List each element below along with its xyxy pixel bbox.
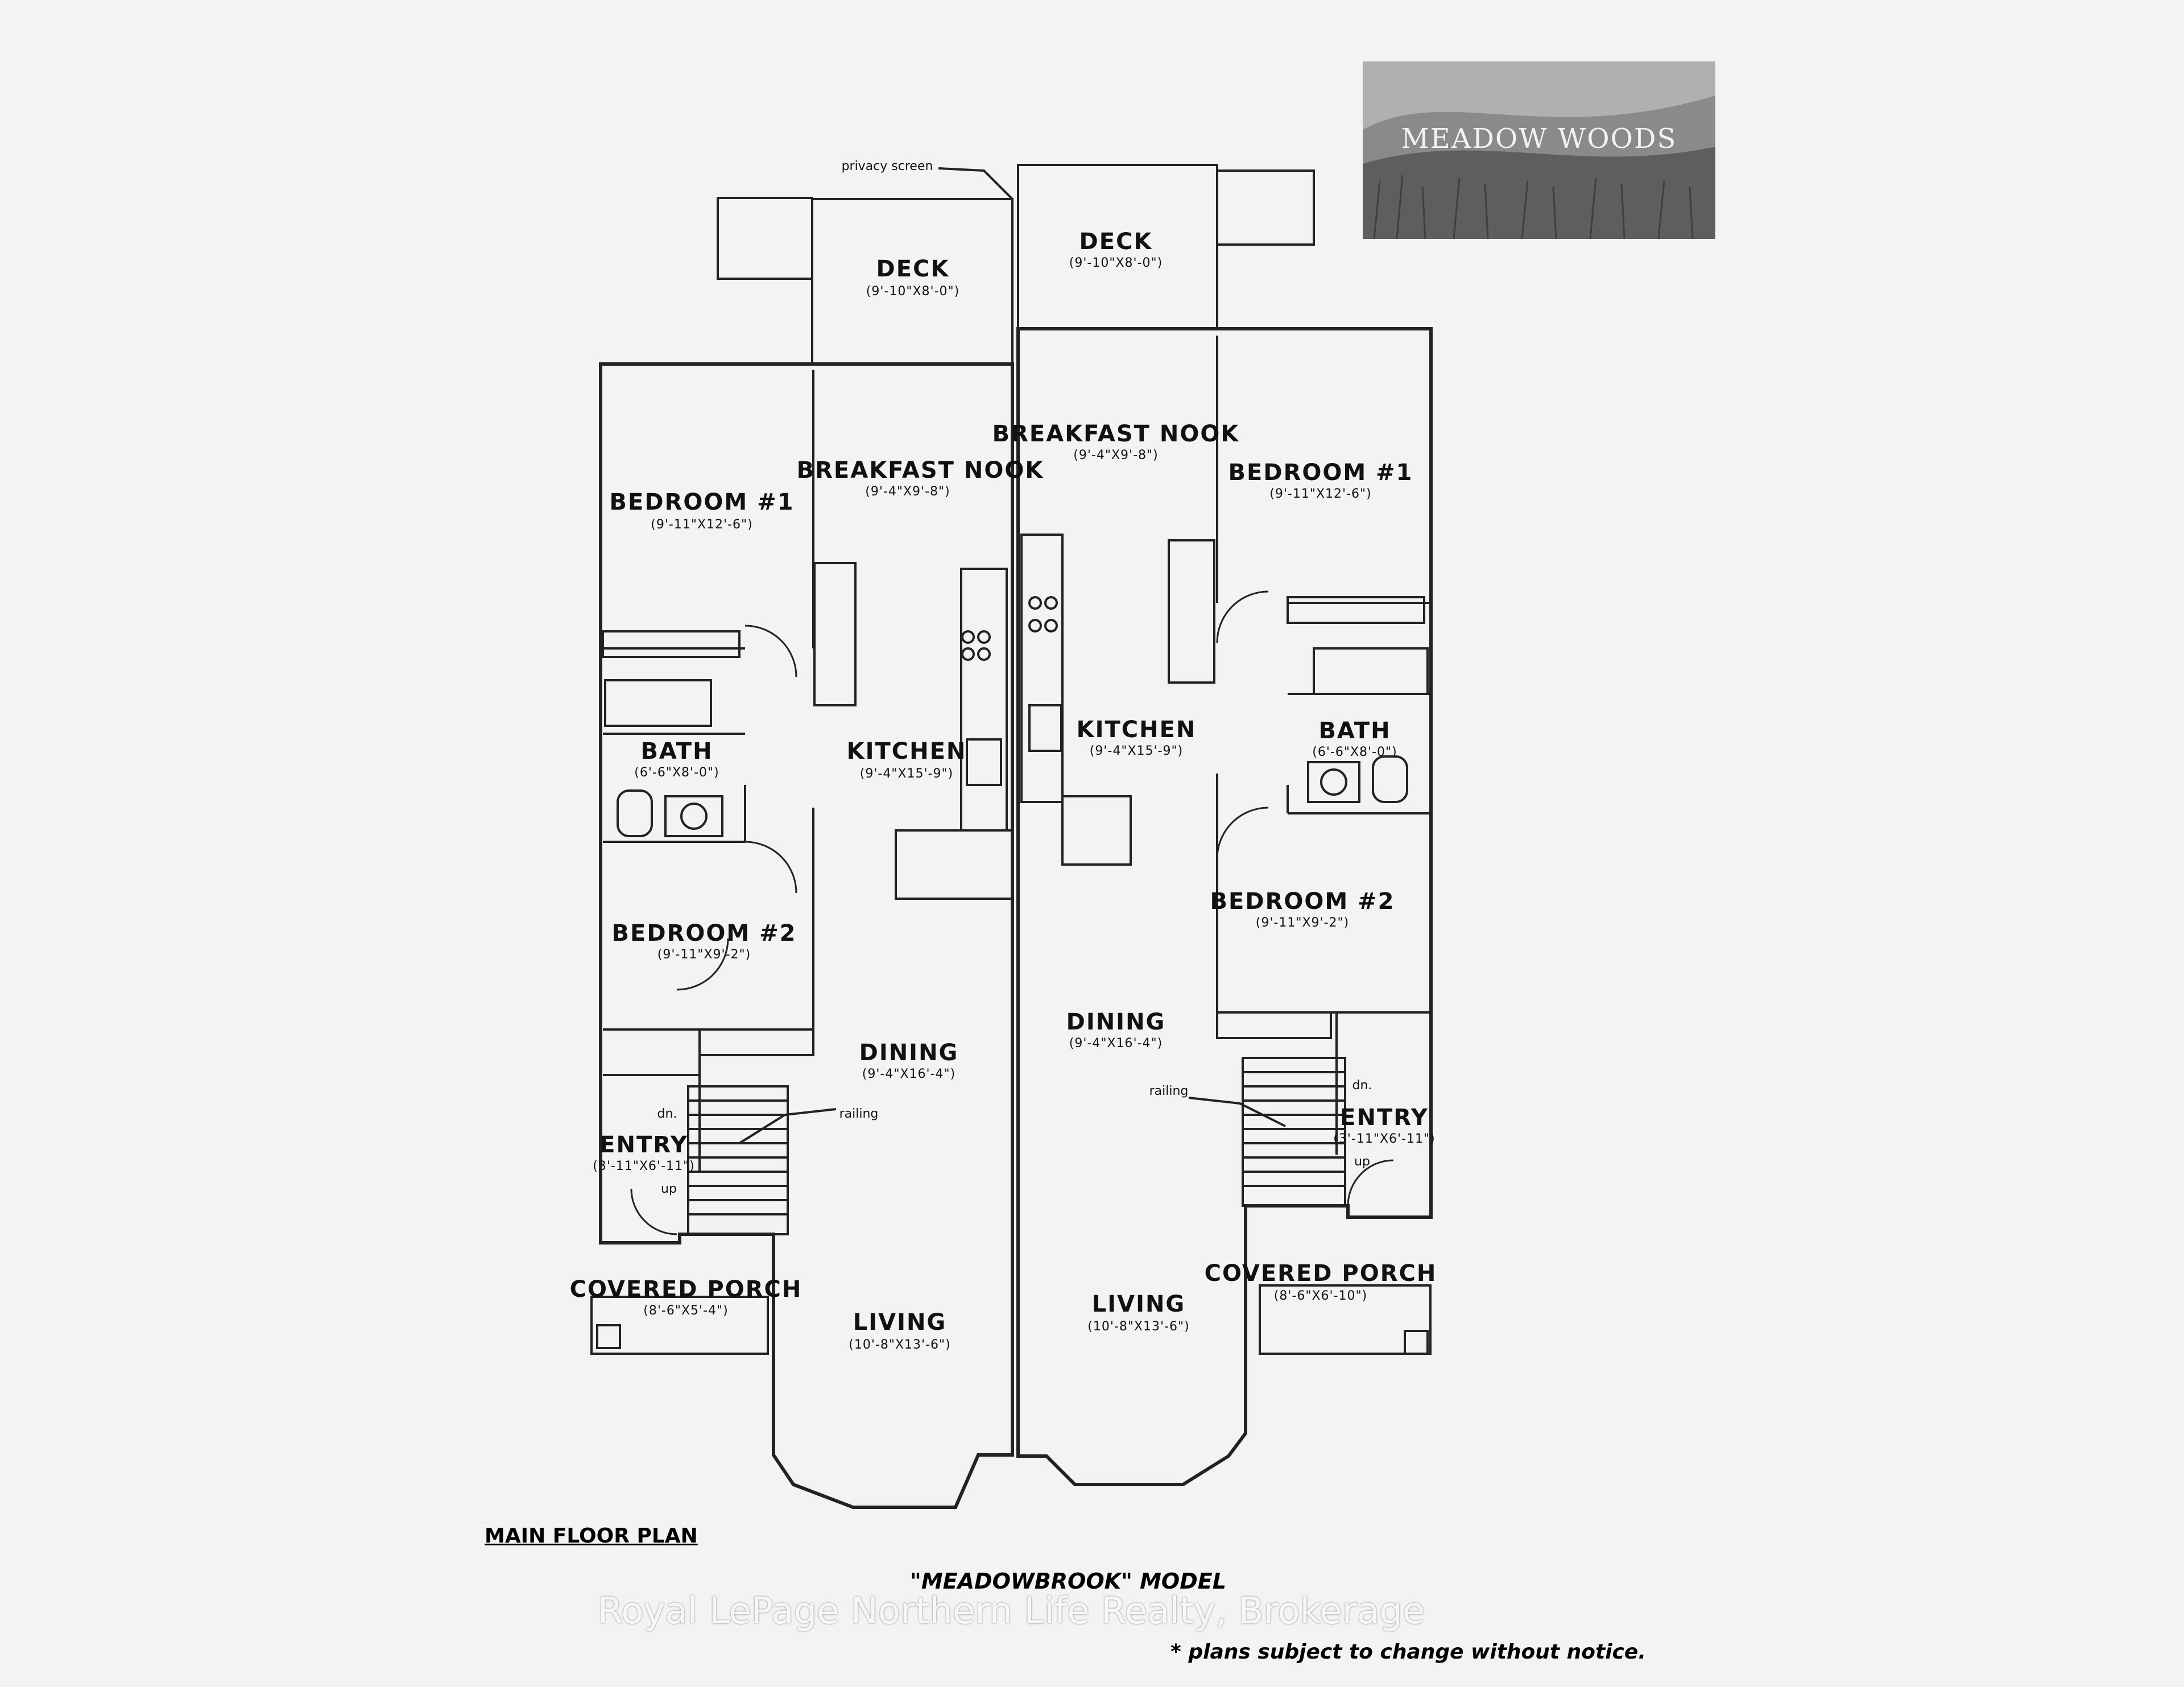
plan-title: MAIN FLOOR PLAN	[485, 1524, 698, 1548]
right-bedroom1-dim: (9'-11"X12'-6")	[1269, 487, 1372, 501]
right-kitchen-peninsula	[1061, 795, 1132, 866]
right-kitchen-name: KITCHEN	[1076, 717, 1197, 743]
left-covered-porch-dim: (8'-6"X5'-4")	[643, 1304, 729, 1318]
left-bedroom2-dim: (9'-11"X9'-2")	[657, 948, 751, 962]
left-deck-dim: (9'-10"X8'-0")	[866, 284, 960, 299]
right-breakfast-nook-dim: (9'-4"X9'-8")	[1073, 448, 1159, 462]
left-kitchen-dim: (9'-4"X15'-9")	[859, 767, 954, 781]
right-deck-stairs	[1216, 169, 1315, 246]
left-living-dim: (10'-8"X13'-6")	[849, 1338, 951, 1352]
left-kitchen-island	[813, 562, 857, 706]
right-railing-leader	[1188, 1097, 1286, 1127]
right-covered-porch-name: COVERED PORCH	[1204, 1260, 1437, 1287]
left-bathtub	[604, 679, 712, 727]
left-dining-dim: (9'-4"X16'-4")	[862, 1067, 956, 1081]
right-stairs	[1242, 1057, 1346, 1207]
right-deck-outline	[1017, 164, 1218, 330]
right-porch-post	[1404, 1330, 1429, 1355]
left-deck-name: DECK	[876, 256, 950, 282]
left-covered-porch-name: COVERED PORCH	[569, 1276, 803, 1303]
left-bath-name: BATH	[640, 738, 713, 764]
right-vanity	[1307, 761, 1360, 803]
left-deck-outline	[811, 198, 1014, 365]
left-railing-label: railing	[839, 1107, 879, 1121]
left-entry-dim: (3'-11"X6'-11")	[593, 1159, 695, 1173]
right-kitchen-dim: (9'-4"X15'-9")	[1089, 744, 1184, 758]
left-kitchen-counter	[960, 568, 1008, 832]
right-deck-name: DECK	[1079, 229, 1153, 255]
left-stairs	[687, 1085, 789, 1235]
right-living-dim: (10'-8"X13'-6")	[1087, 1320, 1190, 1334]
left-toilet	[617, 789, 653, 837]
left-vanity	[664, 795, 723, 837]
right-living-name: LIVING	[1091, 1291, 1186, 1317]
privacy-screen-label: privacy screen	[841, 159, 933, 173]
right-breakfast-nook-name: BREAKFAST NOOK	[992, 421, 1240, 447]
left-bath-dim: (6'-6"X8'-0")	[634, 766, 719, 780]
left-covered-porch	[590, 1296, 769, 1355]
left-porch-post	[596, 1324, 621, 1349]
brokerage-watermark: Royal LePage Northern Life Realty, Broke…	[597, 1590, 1425, 1632]
right-unit-exterior-wall	[1016, 327, 1433, 1486]
left-kitchen-name: KITCHEN	[846, 738, 967, 764]
left-kitchen-peninsula	[895, 829, 1014, 900]
disclaimer-note: * plans subject to change without notice…	[1170, 1640, 1646, 1664]
privacy-screen-leader	[938, 167, 1014, 200]
meadow-woods-logo: MEADOW WOODS	[1363, 61, 1715, 239]
right-kitchen-island	[1168, 539, 1215, 684]
right-bedroom1-closet	[1287, 596, 1425, 624]
left-bedroom1-dim: (9'-11"X12'-6")	[651, 518, 753, 532]
right-deck-dim: (9'-10"X8'-0")	[1069, 256, 1163, 270]
left-breakfast-nook-dim: (9'-4"X9'-8")	[865, 485, 950, 499]
left-dining-name: DINING	[859, 1040, 959, 1066]
right-kitchen-counter	[1020, 534, 1064, 803]
left-living-name: LIVING	[853, 1309, 947, 1335]
left-railing-leader	[738, 1108, 837, 1144]
right-up-label: up	[1354, 1155, 1370, 1169]
right-railing-label: railing	[1149, 1084, 1189, 1098]
left-deck-stairs	[717, 197, 813, 280]
right-dining-dim: (9'-4"X16'-4")	[1069, 1036, 1163, 1051]
right-bath-name: BATH	[1318, 718, 1391, 744]
right-bathtub	[1313, 647, 1429, 695]
logo-text: MEADOW WOODS	[1401, 123, 1677, 155]
right-toilet	[1372, 755, 1408, 803]
hills-landscape-image	[1363, 61, 1715, 239]
right-bedroom1-name: BEDROOM #1	[1228, 460, 1413, 486]
right-entry-name: ENTRY	[1340, 1105, 1429, 1131]
left-down-label: dn.	[657, 1107, 677, 1121]
left-breakfast-nook-name: BREAKFAST NOOK	[796, 457, 1044, 483]
right-covered-porch	[1259, 1284, 1432, 1355]
right-bath-dim: (6'-6"X8'-0")	[1312, 745, 1397, 759]
right-down-label: dn.	[1352, 1078, 1372, 1093]
left-bedroom1-closet	[602, 630, 741, 658]
left-entry-name: ENTRY	[599, 1132, 688, 1158]
right-covered-porch-dim: (8'-6"X6'-10")	[1273, 1289, 1368, 1303]
model-name: "MEADOWBROOK" MODEL	[910, 1569, 1226, 1594]
right-entry-dim: (3'-11"X6'-11")	[1333, 1132, 1436, 1146]
right-bedroom2-dim: (9'-11"X9'-2")	[1255, 916, 1350, 930]
left-bedroom1-name: BEDROOM #1	[609, 489, 795, 515]
left-bedroom2-closet	[698, 1028, 814, 1056]
left-bedroom2-name: BEDROOM #2	[611, 920, 797, 946]
right-bedroom2-name: BEDROOM #2	[1210, 888, 1395, 915]
left-up-label: up	[661, 1182, 677, 1196]
right-bedroom2-closet	[1216, 1011, 1332, 1039]
right-dining-name: DINING	[1066, 1009, 1166, 1035]
